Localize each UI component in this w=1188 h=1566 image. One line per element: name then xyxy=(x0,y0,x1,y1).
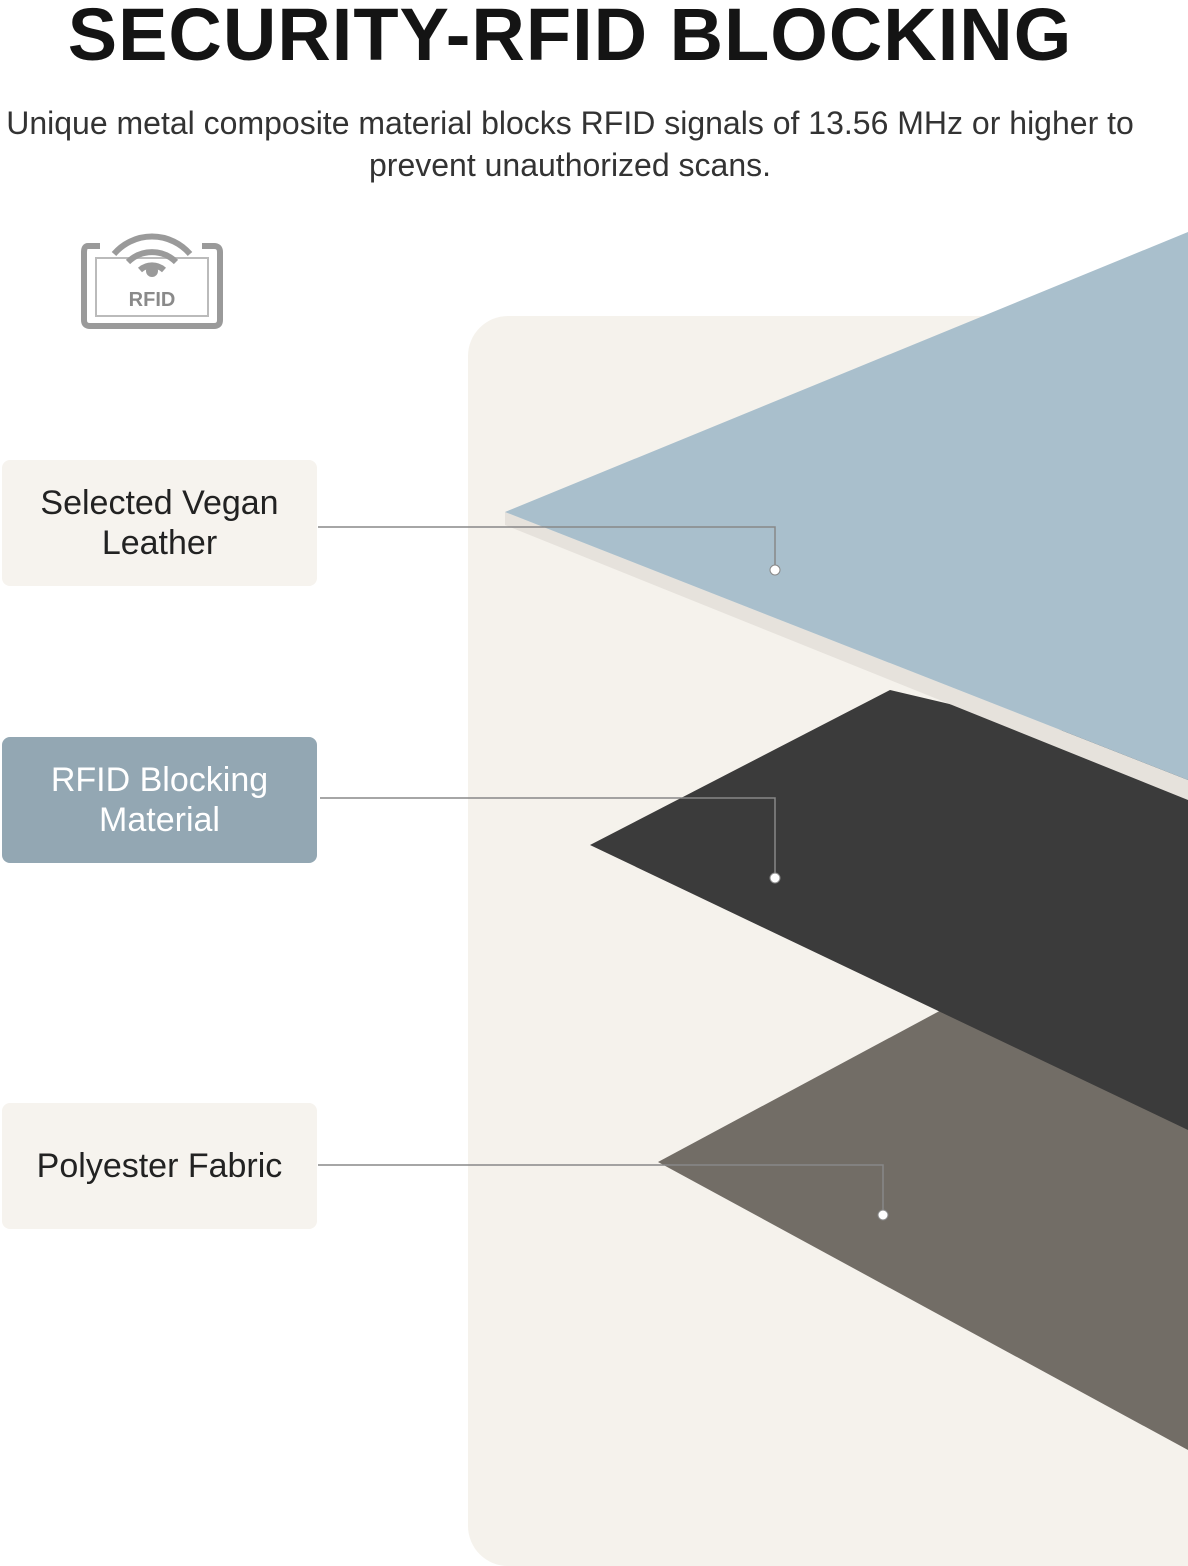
subtitle: Unique metal composite material blocks R… xyxy=(6,105,1134,183)
layer-polyester xyxy=(658,1000,1188,1450)
connector-dot xyxy=(769,872,781,884)
connector-dot xyxy=(769,564,781,576)
label-rfid-blocking: RFID Blocking Material xyxy=(2,737,317,863)
layer-leather xyxy=(505,232,1188,780)
connector-dot xyxy=(877,1209,889,1221)
connector-line xyxy=(318,526,776,570)
page-title: SECURITY-RFID BLOCKING xyxy=(67,0,1073,76)
rfid-badge-text: RFID xyxy=(129,289,176,311)
rfid-wifi-card-icon: RFID xyxy=(81,233,223,329)
connector-line xyxy=(320,797,776,878)
material-layers xyxy=(318,232,1188,1450)
label-polyester-fabric: Polyester Fabric xyxy=(2,1103,317,1229)
label-vegan-leather: Selected Vegan Leather xyxy=(2,460,317,586)
layer-leather-edge xyxy=(505,512,1188,800)
layer-rfid xyxy=(590,690,1188,1130)
connector-line xyxy=(318,1164,884,1215)
